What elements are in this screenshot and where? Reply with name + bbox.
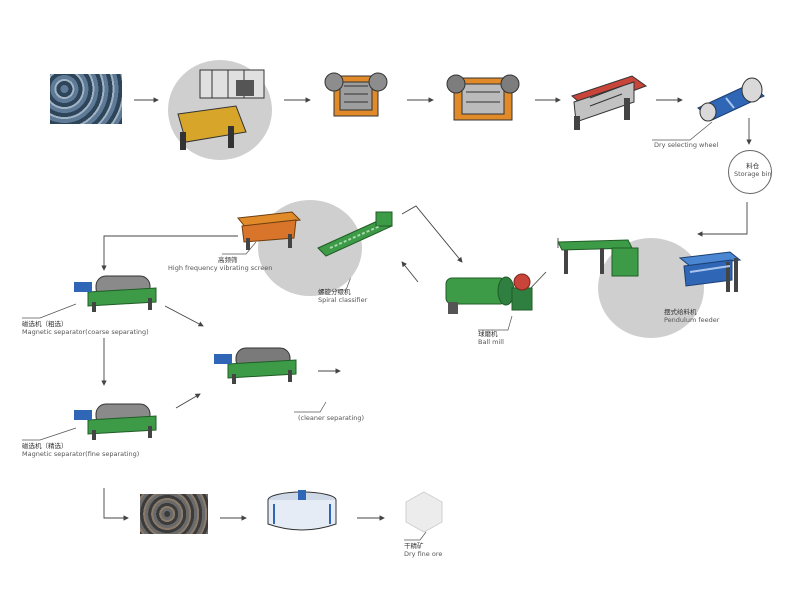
arrow-classifier-mill xyxy=(401,205,463,263)
dry-fine-ore-label-en: Dry fine ore xyxy=(404,550,443,558)
leader-hfscreen xyxy=(222,241,257,255)
arrow-bin-to-feeder xyxy=(697,202,748,237)
mag-fine-label-en: Magnetic separator(fine separating) xyxy=(22,450,140,458)
arrow-hfscreen-magsep xyxy=(101,235,238,271)
leader-coarse xyxy=(22,303,77,319)
spiral-classifier-icon xyxy=(317,211,393,257)
mag-mid-label: (cleaner separating) xyxy=(298,414,364,422)
leader-fine xyxy=(22,427,77,441)
vibrating-screen-icon xyxy=(571,75,648,130)
magnetic-separator-fine-icon xyxy=(74,403,157,440)
spiral-classifier-label-en: Spiral classifier xyxy=(318,296,368,304)
thickener-icon xyxy=(267,490,337,531)
arrow-coarse-mid xyxy=(164,305,204,327)
hf-vibrating-screen-icon xyxy=(237,211,302,250)
leader-mill xyxy=(478,315,513,331)
mag-coarse-label: 磁选机（粗选） Magnetic separator(coarse separa… xyxy=(22,320,149,336)
arrow-fine-mid xyxy=(175,393,201,409)
storage-bin-circle xyxy=(728,150,772,194)
magnetic-separator-cleaner-icon xyxy=(214,347,297,384)
arrow-fine-concentrate xyxy=(103,488,129,521)
ball-mill-label-en: Ball mill xyxy=(478,338,504,346)
pendulum-feeder-label: 摆式给料机 Pendulum feeder xyxy=(664,308,719,324)
dry-fine-ore-label: 干精矿 Dry fine ore xyxy=(404,542,442,558)
pendulum-feeder-label-cn: 摆式给料机 xyxy=(664,308,697,316)
mag-fine-label-cn: 磁选机（精选） xyxy=(22,442,68,450)
leader-dryore xyxy=(404,531,427,541)
storage-bin-label-cn: 料仓 xyxy=(746,162,760,170)
spiral-classifier-label: 螺旋分级机 Spiral classifier xyxy=(318,288,367,304)
storage-bin-label-en: Storage bin xyxy=(734,170,772,178)
dry-fine-ore-hexagon xyxy=(405,491,443,533)
belt-conveyor-feeder-icon xyxy=(557,239,639,277)
dry-fine-ore-label-cn: 干精矿 xyxy=(404,542,424,550)
spiral-classifier-label-cn: 螺旋分级机 xyxy=(318,288,351,296)
leader-dry xyxy=(652,121,713,141)
ball-mill-label-cn: 球磨机 xyxy=(478,330,498,338)
dry-separator-icon xyxy=(697,77,765,122)
storage-bin-label: 料仓 Storage bin xyxy=(734,162,772,178)
leader-mid xyxy=(294,401,327,413)
hf-screen-label-en: High frequency vibrating screen xyxy=(168,264,273,272)
concentrate-image xyxy=(140,494,208,534)
mag-mid-label-en: (cleaner separating) xyxy=(298,414,365,422)
raw-ore-image xyxy=(50,74,122,124)
arrow-mill-classifier xyxy=(401,261,419,283)
dry-separator-label-en: Dry selecting wheel xyxy=(654,141,719,149)
mag-fine-label: 磁选机（精选） Magnetic separator(fine separati… xyxy=(22,442,139,458)
magnetic-separator-coarse-icon xyxy=(74,275,157,312)
ball-mill-label: 球磨机 Ball mill xyxy=(478,330,504,346)
vibrating-feeder-icon xyxy=(177,69,265,150)
mag-coarse-label-cn: 磁选机（粗选） xyxy=(22,320,68,328)
jaw-crusher-primary-icon xyxy=(324,72,388,117)
ball-mill-icon xyxy=(445,273,533,314)
hf-screen-label-cn: 高频筛 xyxy=(218,256,238,264)
mag-coarse-label-en: Magnetic separator(coarse separating) xyxy=(22,328,149,336)
jaw-crusher-secondary-icon xyxy=(446,74,520,121)
hf-screen-label: 高频筛 High frequency vibrating screen xyxy=(168,256,272,272)
dry-separator-label: Dry selecting wheel xyxy=(654,141,718,149)
pendulum-feeder-icon xyxy=(678,251,742,292)
pendulum-feeder-label-en: Pendulum feeder xyxy=(664,316,720,324)
